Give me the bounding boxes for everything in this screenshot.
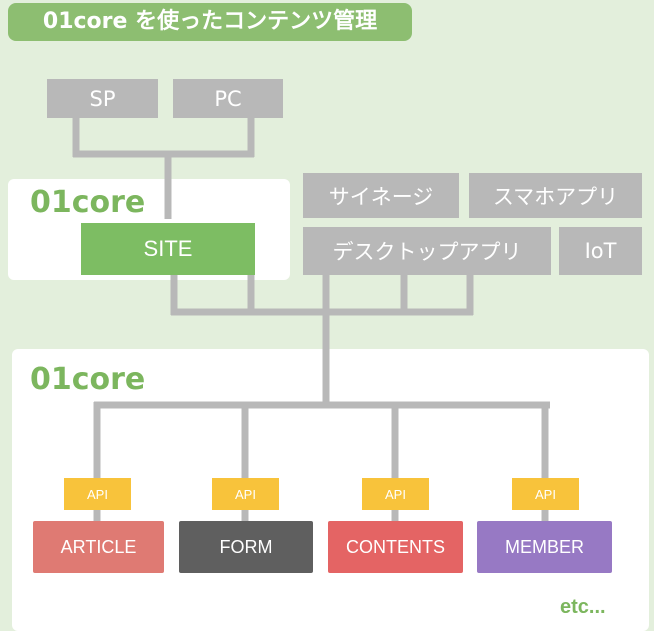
site-panel-brand: 01core <box>30 185 146 220</box>
api-badge-contents: API <box>362 478 429 510</box>
module-box-form: FORM <box>179 521 313 573</box>
core-panel-brand: 01core <box>30 362 146 397</box>
device-box-pc: PC <box>173 79 283 118</box>
api-badge-article: API <box>64 478 131 510</box>
channel-box-smartphone-app: スマホアプリ <box>469 173 642 218</box>
device-box-sp: SP <box>47 79 158 118</box>
module-box-contents: CONTENTS <box>328 521 463 573</box>
module-box-member: MEMBER <box>477 521 612 573</box>
diagram-title: 01core を使ったコンテンツ管理 <box>8 3 412 41</box>
module-box-article: ARTICLE <box>33 521 164 573</box>
channel-box-desktop-app: デスクトップアプリ <box>303 227 551 275</box>
etc-label: etc... <box>560 596 606 618</box>
api-badge-member: API <box>512 478 579 510</box>
api-badge-form: API <box>212 478 279 510</box>
channel-box-iot: IoT <box>559 227 642 275</box>
channel-box-signage: サイネージ <box>303 173 459 218</box>
site-box: SITE <box>81 223 255 275</box>
